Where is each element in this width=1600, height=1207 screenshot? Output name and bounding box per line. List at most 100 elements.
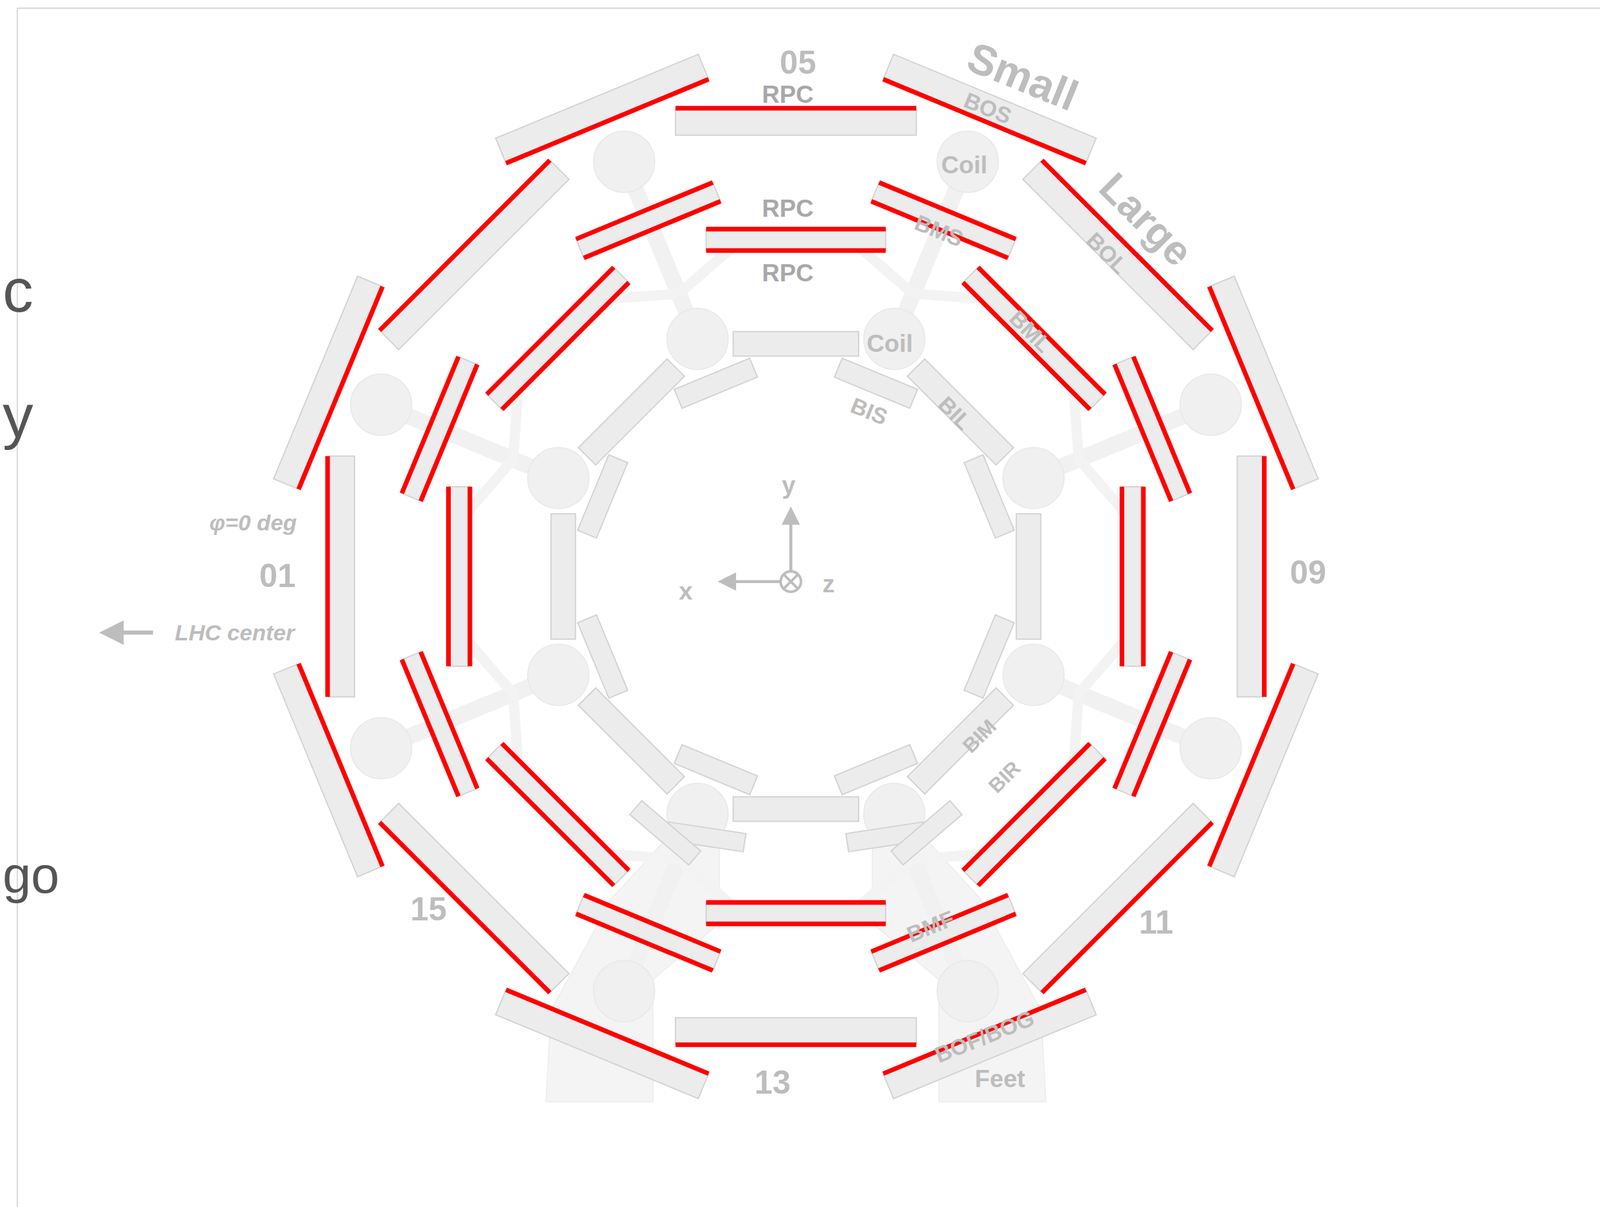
rpc-layer xyxy=(706,921,887,927)
rpc-layer xyxy=(871,201,1008,259)
middle-large-chamber xyxy=(486,267,630,410)
z-axis-cross xyxy=(783,574,799,590)
chamber-body xyxy=(550,514,576,640)
chamber-body xyxy=(1022,161,1212,350)
chamber-name: BOL xyxy=(1082,228,1133,279)
toroid-coil xyxy=(527,447,590,509)
chamber-body xyxy=(486,743,630,886)
sector-number: 15 xyxy=(410,893,447,927)
chamber-body xyxy=(577,454,629,538)
sector-number: 05 xyxy=(779,46,816,80)
chamber-body xyxy=(629,800,702,866)
chamber-body xyxy=(1022,803,1212,992)
rpc-layer xyxy=(706,900,887,905)
outer-large-chamber xyxy=(675,1018,916,1046)
chamber-name: BMF xyxy=(904,906,958,946)
chamber-body xyxy=(1122,486,1144,667)
toroid-coil xyxy=(593,960,656,1023)
toroid-coil xyxy=(1002,447,1065,509)
middle-large-chamber xyxy=(962,743,1106,886)
middle-small-chamber xyxy=(1114,356,1191,501)
rpc-layer xyxy=(1114,364,1172,501)
middle-small-chamber xyxy=(575,182,721,259)
outer-large-chamber xyxy=(379,160,569,350)
rpc-layer xyxy=(298,663,383,867)
chamber-body xyxy=(495,991,708,1099)
toroid-coil xyxy=(350,717,412,779)
chamber-body xyxy=(706,229,887,252)
toroid-coil xyxy=(1180,717,1242,779)
rpc-label: RPC xyxy=(761,82,814,107)
inner-small-chamber xyxy=(964,614,1015,698)
rpc-layer xyxy=(502,743,630,871)
chamber-name: BML xyxy=(1005,306,1056,357)
inner-large-chamber xyxy=(733,796,859,822)
chamber-body xyxy=(962,267,1106,410)
inner-small-chamber xyxy=(577,614,629,698)
coil-strut xyxy=(464,386,518,516)
chamber-body xyxy=(675,1018,916,1044)
inner-large-chamber xyxy=(733,331,859,356)
coil-label: Coil xyxy=(941,152,988,178)
chamber-body xyxy=(1237,456,1264,697)
chamber-body xyxy=(964,454,1015,538)
chamber-body xyxy=(401,651,478,797)
chamber-body xyxy=(1016,514,1041,640)
chamber-body xyxy=(1210,276,1318,489)
outer-large-chamber xyxy=(675,108,916,136)
chamber-body xyxy=(1114,356,1191,501)
coil-strut xyxy=(604,854,735,908)
outer-small-chamber xyxy=(273,276,383,489)
outer-small-chamber xyxy=(495,54,709,163)
rpc-layer xyxy=(325,456,331,697)
outer-large-chamber xyxy=(327,456,355,697)
inner-large-chamber xyxy=(550,514,576,640)
chamber-body xyxy=(890,800,963,866)
rpc-layer xyxy=(502,282,630,410)
inner-small-chamber xyxy=(674,358,758,409)
inner-large-chamber xyxy=(907,359,1014,466)
rpc-layer xyxy=(1141,486,1146,667)
chamber-body xyxy=(273,276,381,489)
z-axis-symbol xyxy=(780,571,802,592)
chamber-body xyxy=(448,486,471,667)
chamber-body xyxy=(380,803,570,992)
inner-large-chamber xyxy=(578,687,685,795)
chamber-body xyxy=(962,743,1106,886)
rpc-layer xyxy=(583,894,721,952)
rpc-layer xyxy=(977,267,1106,395)
outer-small-chamber xyxy=(883,989,1096,1099)
rpc-layer xyxy=(871,894,1008,952)
axis-label: y xyxy=(782,473,797,498)
inner-large-chamber xyxy=(578,359,685,466)
coil-strut xyxy=(604,245,735,300)
chamber-name: BIL xyxy=(934,392,976,435)
middle-large-chamber xyxy=(448,486,471,667)
chamber-body xyxy=(834,358,918,409)
chamber-body xyxy=(1210,664,1318,877)
rpc-layer xyxy=(379,822,550,993)
rpc-layer xyxy=(1209,663,1293,867)
toroid-coil xyxy=(1180,374,1242,436)
chamber-body xyxy=(883,991,1096,1099)
inner-small-chamber xyxy=(834,744,918,795)
chamber-body xyxy=(834,744,918,795)
toroid-coil xyxy=(593,131,656,193)
cropped-slide-text: go xyxy=(2,850,60,901)
chamber-body xyxy=(575,182,721,259)
sector-number: 01 xyxy=(259,560,296,594)
middle-small-chamber xyxy=(401,356,478,501)
coil-strut xyxy=(1073,386,1127,516)
rpc-layer xyxy=(486,758,615,886)
direction-label: LHC center xyxy=(174,621,295,644)
middle-small-chamber xyxy=(1114,651,1191,797)
chamber-name: BIS xyxy=(848,394,891,429)
toroid-coil xyxy=(937,131,999,193)
chamber-name: BIR xyxy=(985,757,1025,798)
chamber-body xyxy=(871,182,1016,259)
rpc-layer xyxy=(486,267,615,395)
rpc-layer xyxy=(420,364,478,501)
slide-frame xyxy=(17,7,1600,1207)
toroid-coil xyxy=(527,644,590,706)
